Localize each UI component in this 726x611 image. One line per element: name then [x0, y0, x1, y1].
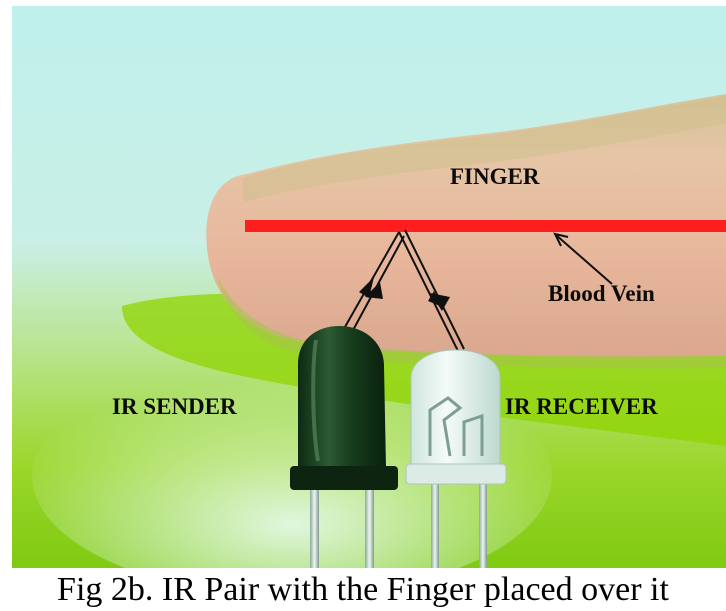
ir-receiver-led — [405, 349, 507, 568]
ir-sender-led — [290, 326, 398, 568]
blood-vein-pointer — [555, 234, 613, 285]
ir-sender-label: IR SENDER — [112, 394, 237, 419]
finger-label: FINGER — [450, 164, 540, 189]
blood-vein-line — [245, 220, 726, 232]
finger-ir-photo — [12, 6, 726, 568]
ir-receiver-label: IR RECEIVER — [505, 394, 658, 419]
figure-caption: Fig 2b. IR Pair with the Finger placed o… — [57, 571, 669, 608]
blood-vein-label: Blood Vein — [548, 281, 655, 306]
